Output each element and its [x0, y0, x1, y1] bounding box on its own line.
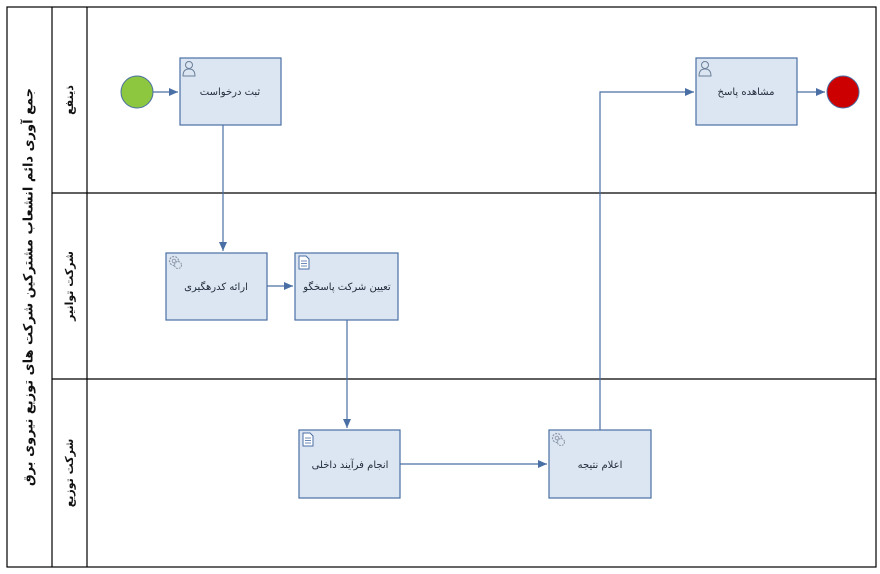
task-box: [179, 57, 282, 126]
sequence-flows: [153, 88, 825, 468]
gear-icon: [551, 432, 566, 447]
flow-announce-to-view: [599, 88, 694, 430]
task-assign-responsible-company[interactable]: تعیین شرکت پاسخگو: [294, 252, 399, 321]
task-box: [298, 429, 401, 499]
task-label: تعیین شرکت پاسخگو: [302, 281, 391, 293]
gear-icon: [168, 255, 183, 270]
task-provide-tracking-code[interactable]: ارائه کدرهگیری: [165, 252, 268, 321]
script-icon: [298, 255, 310, 270]
task-announce-result[interactable]: اعلام نتیجه: [548, 429, 652, 499]
task-box: [548, 429, 652, 499]
script-icon: [302, 432, 314, 447]
task-view-response[interactable]: مشاهده پاسخ: [695, 57, 798, 126]
task-box: [695, 57, 798, 126]
user-icon: [698, 61, 712, 77]
start-event[interactable]: [120, 75, 154, 109]
task-register-request[interactable]: ثبت درخواست: [179, 57, 282, 126]
lane-label-distribution: شرکت توزیع: [63, 439, 76, 508]
task-label: انجام فرآیند داخلی: [312, 458, 389, 471]
end-event[interactable]: [826, 75, 860, 109]
task-label: ثبت درخواست: [200, 87, 261, 98]
pool-title: جمع آوری دائم انشعاب مشترکین شرکت های تو…: [20, 88, 37, 486]
task-label: اعلام نتیجه: [578, 460, 623, 471]
task-box: [294, 252, 399, 321]
lane-label-tavanir: شرکت توانیر: [63, 251, 76, 322]
task-label: مشاهده پاسخ: [718, 87, 775, 98]
task-box: [165, 252, 268, 321]
task-label: ارائه کدرهگیری: [184, 281, 248, 293]
user-icon: [182, 61, 196, 77]
task-internal-process[interactable]: انجام فرآیند داخلی: [298, 429, 401, 499]
lane-label-stakeholder: ذینفع: [63, 85, 76, 115]
